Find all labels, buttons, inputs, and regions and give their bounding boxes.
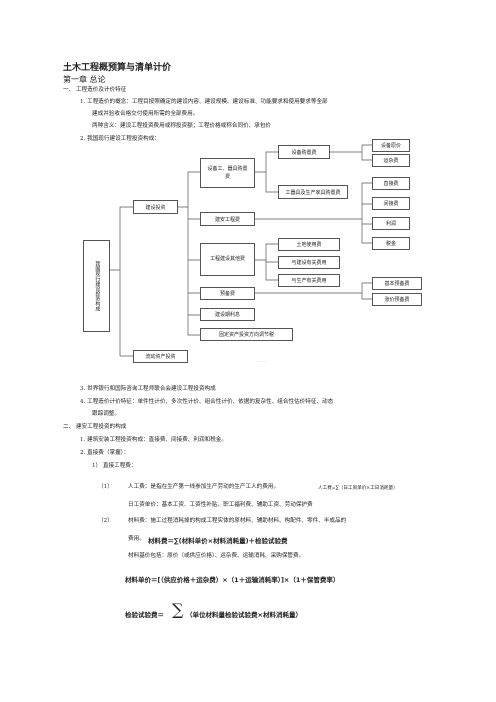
diagram-root: 我国现行建设投资构成 (83, 240, 110, 332)
diagram-install-fee: 建安工程费 (200, 212, 255, 226)
paragraph: 3. 世界银行和国际咨询工程师联合会建设工程投资构成 (80, 386, 216, 392)
paragraph: 1. 建筑安装工程投资构成：直接费、间接费、利润和税金。 (80, 437, 227, 443)
diagram-basic-reserve: 基本预备费 (372, 277, 422, 290)
paragraph: 4. 工程造价计价特征：单件性计价、多次性计价、组合性计价、依据的复杂性、组合性… (80, 399, 334, 405)
diagram-equip-buy: 设备购置费 (278, 145, 330, 159)
paragraph: 两种含义：建设工程投资费用或称投资额；工程价格或称合同价、承包价 (92, 123, 272, 129)
diagram-price-reserve: 涨价预备费 (372, 293, 422, 306)
sigma-symbol: ∑ (172, 600, 184, 619)
diagram-other-fee: 工程建设其他费 (200, 243, 255, 276)
item-number: （1） (98, 484, 113, 490)
diagram-prod-related: 与生产有关费用 (278, 274, 340, 287)
page-title: 土木工程概预算与清单计价 (63, 63, 172, 73)
diagram-fixed-tax: 固定资产投资方向调节税 (200, 328, 293, 341)
section-heading-1: 一、 工程造价及计价特征 (63, 87, 127, 93)
diagram-land-fee: 土地使用费 (278, 238, 340, 251)
diagram-interest: 建设期利息 (200, 308, 255, 321)
diagram-profit: 利润 (372, 217, 410, 230)
paragraph: 人工费：是指在生产第一线参加生产劳动的生产工人的费用。 (128, 484, 280, 490)
item-number: （2） (98, 518, 113, 524)
diagram-freight: 运杂费 (372, 154, 410, 167)
paragraph: 跟踪调整。 (92, 411, 120, 417)
paragraph: 1. 工程造价的概念：工程目按照确定的建设内容、建设规模、建设标准、功能要求和使… (80, 99, 328, 105)
diagram-equip-tool: 设备工、器具购置费 (200, 158, 255, 188)
formula-test-fee-right: （单位材料量检验试验费×材料消耗量） (186, 611, 302, 619)
chapter-heading: 第一章 总论 (63, 75, 106, 84)
formula-test-fee-left: 检验试验费＝ (125, 611, 164, 619)
paragraph: 1） 直接工程费： (92, 463, 137, 469)
diagram-build-related: 与建设有关费用 (278, 256, 340, 269)
paragraph: 2. 直接费（掌握）： (80, 450, 130, 456)
diagram-reserve: 预备费 (200, 287, 255, 300)
diagram-build-invest: 建设投资 (133, 200, 178, 214)
formula-material: 材料费＝∑(材料单价×材料消耗量)＋检验试验费 (148, 537, 288, 545)
diagram-tax: 税金 (372, 237, 410, 250)
diagram-indirect: 间接费 (372, 197, 410, 210)
paragraph: 费用。 (128, 536, 145, 542)
diagram-direct: 直接费 (372, 177, 410, 190)
paragraph: 日工资单价：基本工资、工资性补贴、职工福利费、辅助工资、劳动保护费 (128, 502, 313, 508)
diagram-working-capital: 流动资产投资 (133, 350, 188, 363)
paragraph: 2. 我国现行建设工程投资构成： (80, 136, 160, 142)
paragraph: 材料费：施工过程消耗掉的构成工程实体的原材料、辅助材料、构配件、零件、半成品的 (128, 518, 347, 524)
formula-unit-price: 材料单价＝[（供应价格＋运杂费）×（1＋运输消耗率）]×（1＋保管费率） (125, 576, 340, 584)
diagram-tool-buy: 工器具及生产家具购置费 (278, 185, 348, 199)
diagram-equip-price: 设备原价 (372, 139, 410, 152)
section-heading-2: 二、 建安工程投资的构成 (63, 424, 127, 430)
formula-labor: 人工费=∑（日工资单价×工日消耗量） (318, 486, 398, 491)
paragraph: 建成并验收合格交付使用所需的全部费用。 (92, 111, 199, 117)
diagram-watermark: …… (258, 358, 268, 363)
paragraph: 材料基价包括：原价（或供应价格）、运杂费、运输消耗、采购保管费。 (128, 553, 305, 559)
